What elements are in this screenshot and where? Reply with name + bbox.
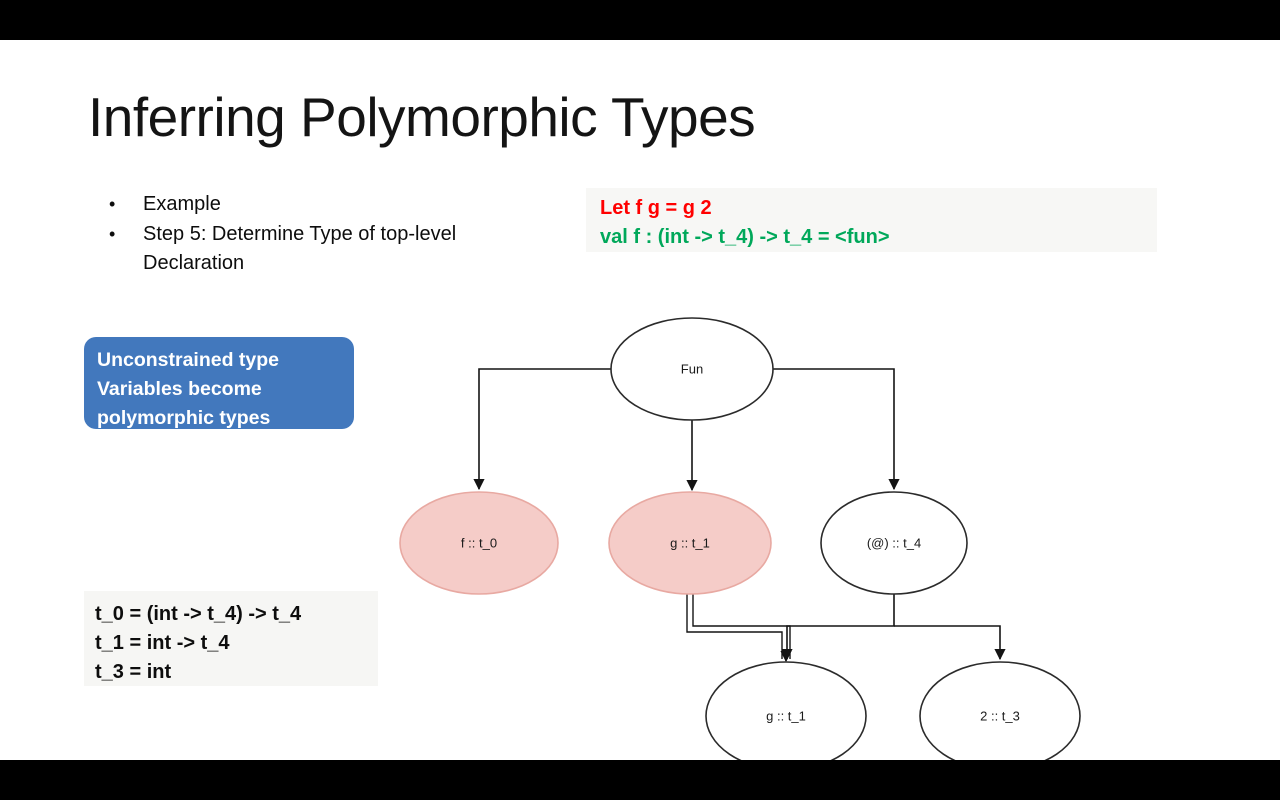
callout-line: Unconstrained type — [97, 349, 280, 371]
code-output-line: val f : (int -> t_4) -> t_4 = <fun> — [600, 226, 890, 248]
list-item: • Step 5: Determine Type of top-level De… — [105, 220, 480, 278]
node-label: f :: t_0 — [461, 535, 497, 550]
constraint-line: t_1 = int -> t_4 — [95, 632, 230, 654]
list-item-label: Step 5: Determine Type of top-level Decl… — [143, 223, 457, 274]
callout-note: Unconstrained type Variables become poly… — [84, 337, 354, 429]
node-shape — [705, 661, 867, 760]
node-shape-highlighted — [608, 491, 772, 595]
node-two-t3: 2 :: t_3 — [919, 661, 1081, 760]
node-label: 2 :: t_3 — [980, 708, 1020, 723]
edge-app-to-two — [894, 625, 1006, 661]
node-g-t1: g :: t_1 — [608, 491, 772, 595]
node-shape — [820, 491, 968, 595]
bullet-marker-icon: • — [109, 194, 116, 214]
node-shape — [919, 661, 1081, 760]
slide-title: Inferring Polymorphic Types — [88, 86, 756, 148]
callout-line: Variables become — [97, 378, 262, 400]
node-label: (@) :: t_4 — [867, 535, 921, 550]
callout-line: polymorphic types — [97, 407, 271, 429]
constraint-line: t_3 = int — [95, 661, 172, 683]
constraints-box: t_0 = (int -> t_4) -> t_4 t_1 = int -> t… — [84, 591, 378, 686]
code-input-line: Let f g = g 2 — [600, 197, 712, 219]
letterbox-bar-bottom — [0, 760, 1280, 800]
edge-g-to-g-leaf — [686, 593, 792, 663]
node-app-t4: (@) :: t_4 — [820, 491, 968, 595]
type-inference-tree: Fun f :: t_0 g :: t_1 (@) :: t_4 g :: t_… — [399, 317, 1081, 760]
bullet-marker-icon: • — [109, 224, 116, 244]
bullet-list: • Example • Step 5: Determine Type of to… — [105, 190, 480, 279]
node-label: g :: t_1 — [766, 708, 806, 723]
node-root: Fun — [610, 317, 774, 421]
list-item: • Example — [105, 190, 480, 219]
edge-root-to-app — [772, 368, 900, 491]
node-label: Fun — [681, 361, 703, 376]
node-f-t0: f :: t_0 — [399, 491, 559, 595]
node-label: g :: t_1 — [670, 535, 710, 550]
node-g-t1-leaf: g :: t_1 — [705, 661, 867, 760]
node-shape — [610, 317, 774, 421]
code-result-box: Let f g = g 2 val f : (int -> t_4) -> t_… — [586, 188, 1157, 252]
edge-app-to-g-leaf — [781, 593, 895, 661]
letterbox-bar-top — [0, 0, 1280, 40]
node-shape-highlighted — [399, 491, 559, 595]
slide-canvas: Inferring Polymorphic Types • Example • … — [0, 40, 1280, 760]
list-item-label: Example — [143, 193, 221, 215]
constraint-line: t_0 = (int -> t_4) -> t_4 — [95, 603, 302, 625]
edge-root-to-f — [473, 368, 612, 491]
